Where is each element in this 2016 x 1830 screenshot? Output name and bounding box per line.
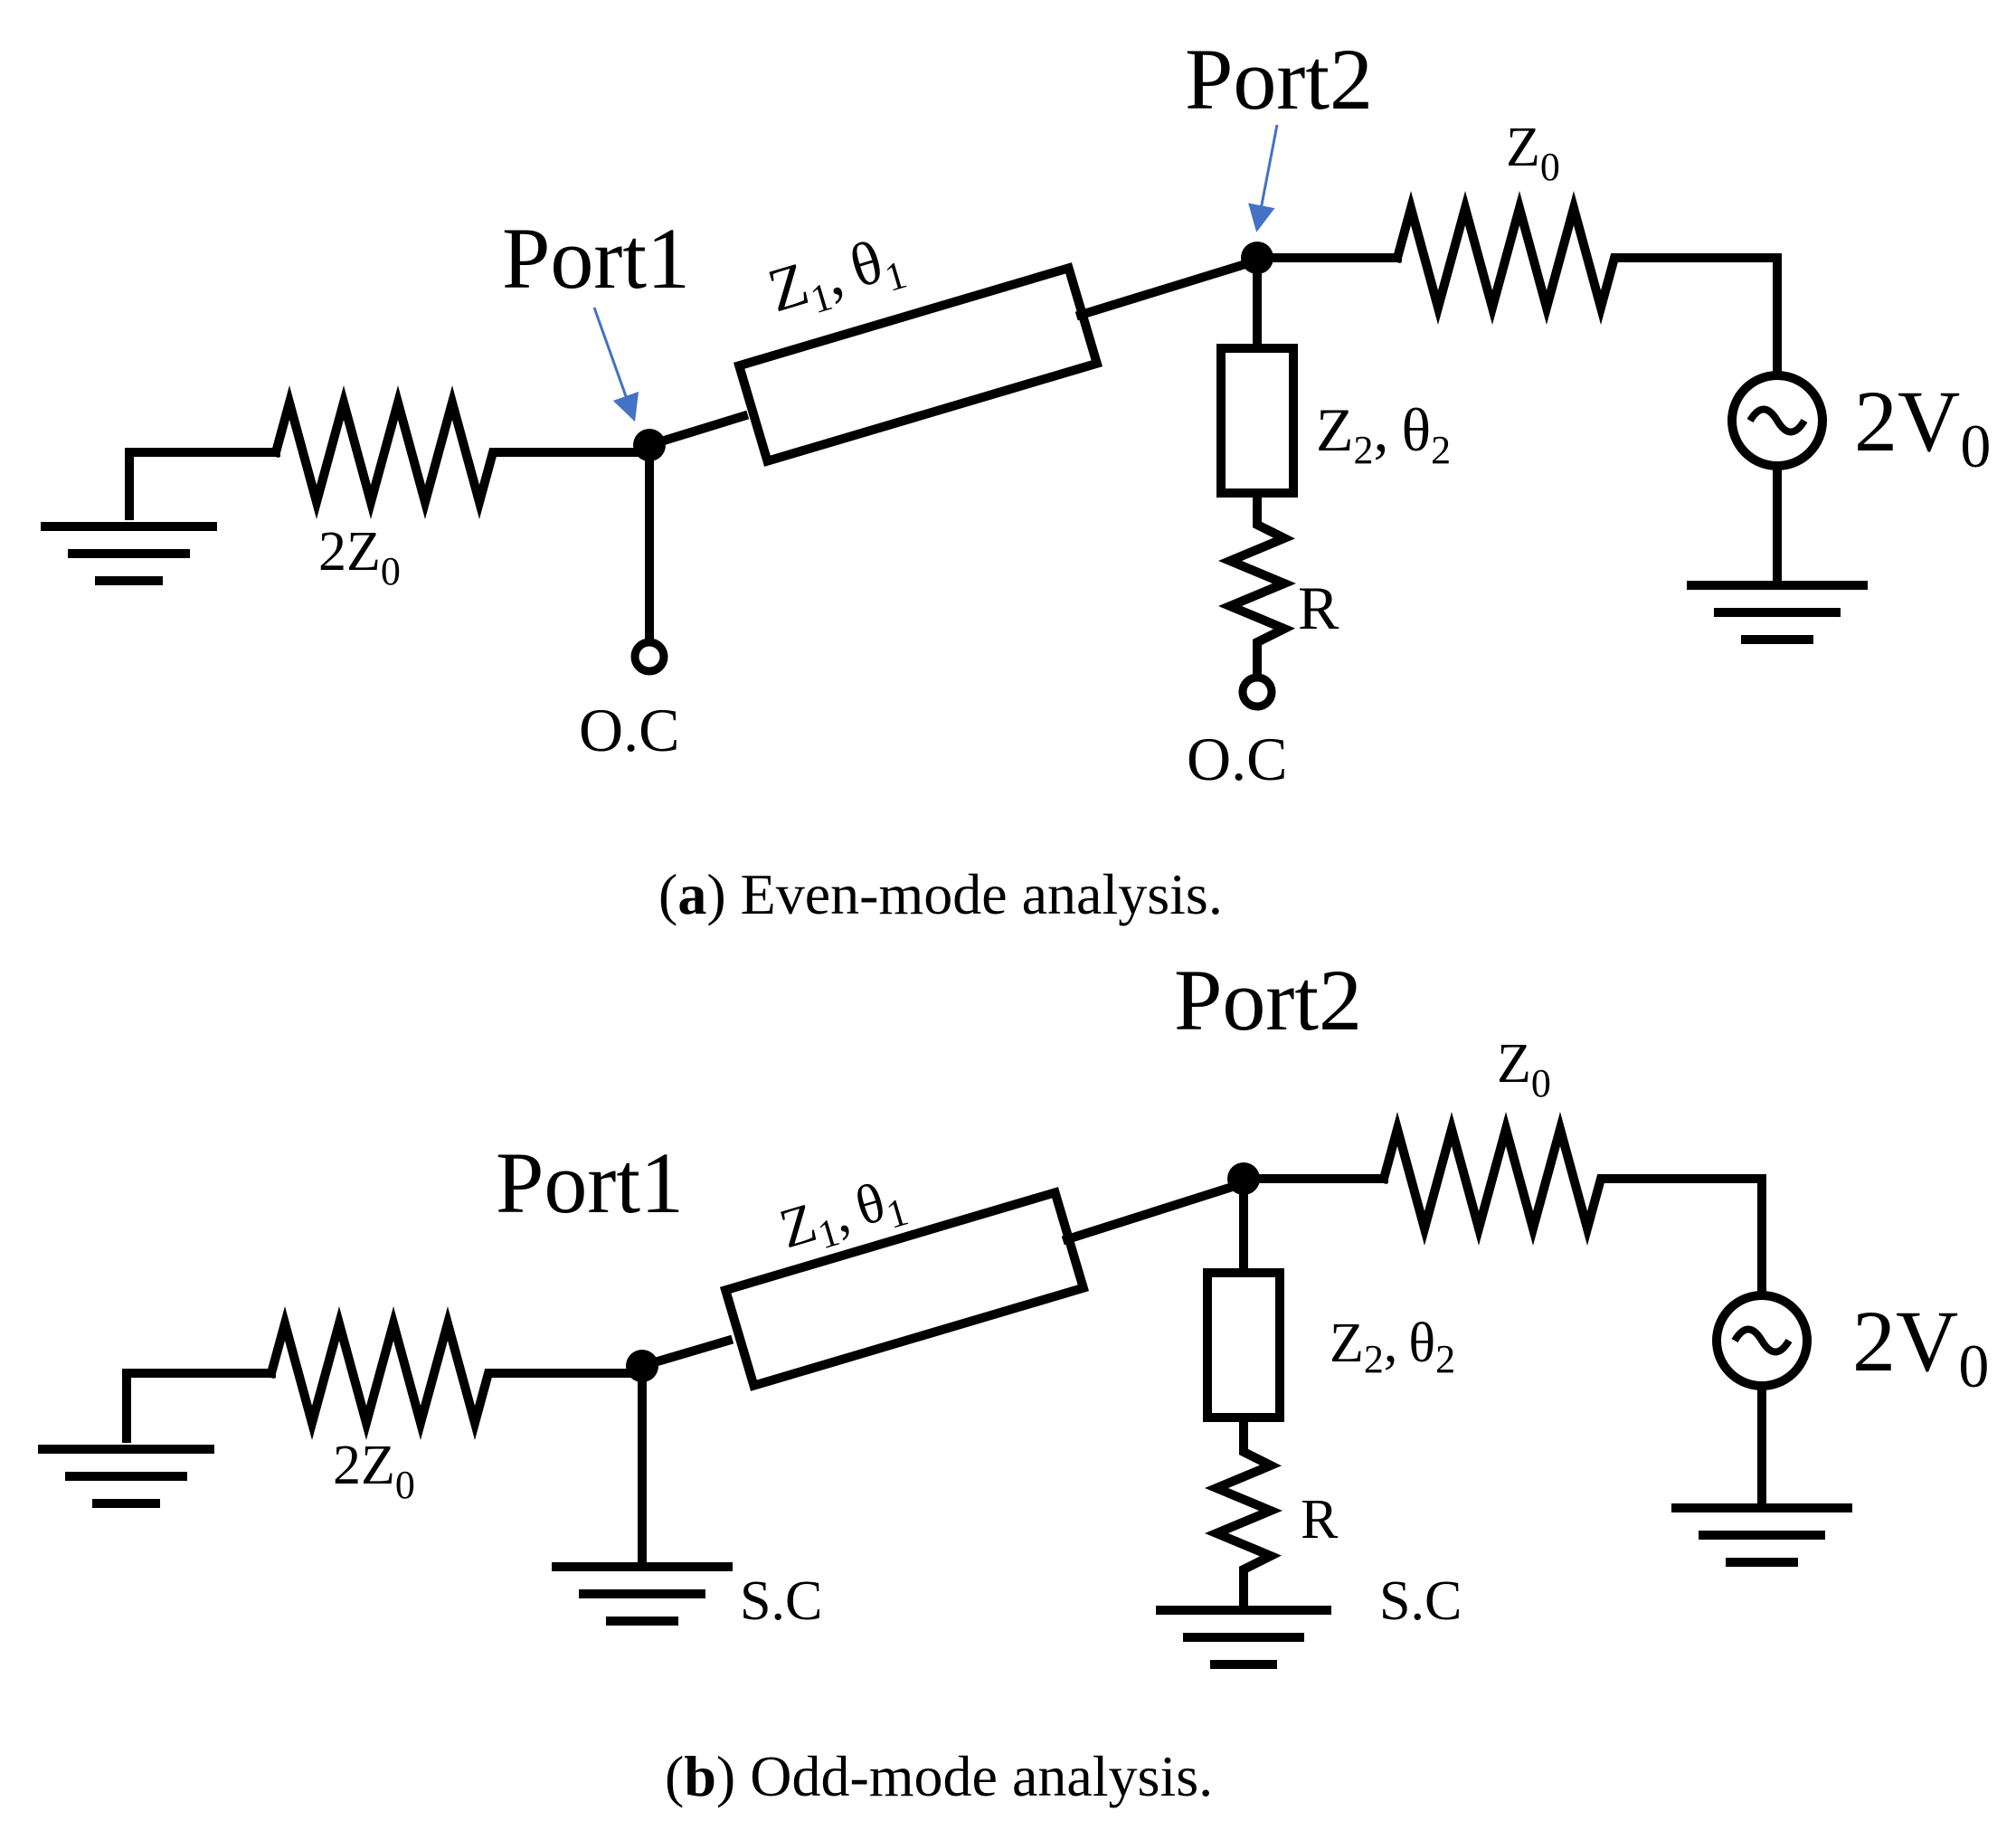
- open-circuit-stub-terminal-icon: [1238, 673, 1276, 711]
- resistor-r-icon: [1205, 1413, 1282, 1613]
- load-left-label: 2Z0: [318, 521, 401, 593]
- stub-termination-label: S.C: [1379, 1570, 1462, 1632]
- port1-termination-label: S.C: [740, 1570, 822, 1632]
- source-label: 2V0: [1852, 1293, 1989, 1400]
- port2-label: Port2: [1174, 952, 1362, 1048]
- ground-right-icon: [1687, 581, 1868, 644]
- transmission-line-2-icon: [1203, 1268, 1284, 1422]
- resistor-r-icon: [1218, 488, 1296, 678]
- port1-termination-label: O.C: [579, 696, 679, 764]
- resistor-z0-icon: [1391, 190, 1782, 380]
- ground-left-icon: [38, 1369, 276, 1508]
- panel-a-even-mode: Port1 Port2 Z1,θ1 Z2,θ2 2Z0 Z0 2V0 R O.C…: [41, 31, 1991, 926]
- port2-arrow-icon: [1248, 124, 1279, 232]
- resistor-r-label: R: [1301, 1489, 1339, 1550]
- ac-source-icon: [1727, 371, 1827, 470]
- resistor-2z0-icon: [265, 1305, 647, 1441]
- resistor-r-label: R: [1298, 574, 1339, 642]
- load-right-label: Z0: [1506, 117, 1560, 189]
- open-circuit-terminal-icon: [630, 638, 668, 676]
- ac-source-icon: [1712, 1291, 1812, 1390]
- load-right-label: Z0: [1497, 1033, 1551, 1105]
- resistor-2z0-icon: [270, 384, 651, 520]
- transmission-line-2-icon: [1216, 344, 1298, 498]
- load-left-label: 2Z0: [333, 1435, 415, 1507]
- short-circuit-ground-icon: [552, 1562, 733, 1626]
- port1-label: Port1: [502, 210, 690, 307]
- stub-termination-label: O.C: [1187, 725, 1287, 793]
- ground-right-icon: [1671, 1503, 1852, 1567]
- ground-left-icon: [41, 448, 280, 585]
- caption-b: (b) Odd-mode analysis.: [665, 1744, 1213, 1808]
- port2-label: Port2: [1185, 31, 1373, 128]
- port1-label: Port1: [496, 1134, 684, 1231]
- source-label: 2V0: [1854, 373, 1991, 480]
- line2-label: Z2,θ2: [1316, 395, 1451, 472]
- caption-a: (a) Even-mode analysis.: [658, 862, 1223, 926]
- port1-arrow-icon: [592, 307, 639, 422]
- panel-b-odd-mode: Port1 Port2 Z1,θ1 Z2,θ2 2Z0 Z0 2V0 R S.C…: [38, 952, 1989, 1808]
- short-circuit-stub-ground-icon: [1156, 1606, 1331, 1669]
- line2-label: Z2,θ2: [1330, 1313, 1455, 1381]
- resistor-z0-icon: [1377, 1111, 1766, 1300]
- line1-label: Z1,θ1: [761, 221, 912, 333]
